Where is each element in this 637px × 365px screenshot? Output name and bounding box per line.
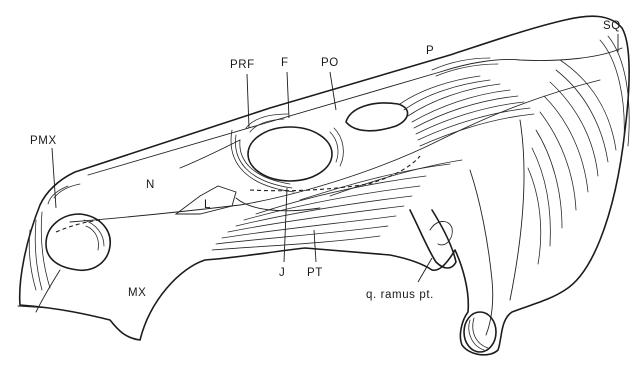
label-sq: SQ — [603, 20, 621, 32]
temporal-fenestra — [346, 103, 408, 131]
nostril-hatching — [29, 184, 104, 290]
condyle-shading — [469, 318, 488, 350]
label-prf: PRF — [230, 59, 255, 71]
label-j: J — [279, 267, 285, 279]
quadrate-hatching — [528, 36, 629, 264]
nasal-suture — [180, 140, 240, 168]
leader-f — [287, 72, 289, 118]
nostril-opening — [46, 214, 110, 270]
label-po: PO — [321, 57, 339, 69]
premaxilla-suture — [36, 270, 60, 312]
label-n: N — [146, 179, 155, 191]
pterygoid-hatching — [212, 160, 462, 250]
roof-inner-line — [88, 48, 622, 175]
leader-pmx — [52, 148, 56, 208]
label-mx: MX — [128, 287, 146, 299]
orbit-opening — [248, 127, 332, 181]
label-q-ramus: q. ramus pt. — [366, 289, 434, 301]
leader-pt — [314, 230, 316, 262]
label-f: F — [281, 57, 289, 69]
temporal-hatching — [400, 58, 534, 146]
leader-prf — [247, 74, 249, 128]
label-pt: PT — [307, 267, 323, 279]
label-pmx: PMX — [30, 135, 57, 147]
quadrate-column-inner — [510, 120, 524, 300]
label-l: L — [204, 199, 211, 211]
leader-q — [418, 258, 432, 282]
quadrate-column — [470, 170, 493, 335]
label-p: P — [426, 45, 434, 57]
suture-dashed-1 — [250, 156, 420, 191]
